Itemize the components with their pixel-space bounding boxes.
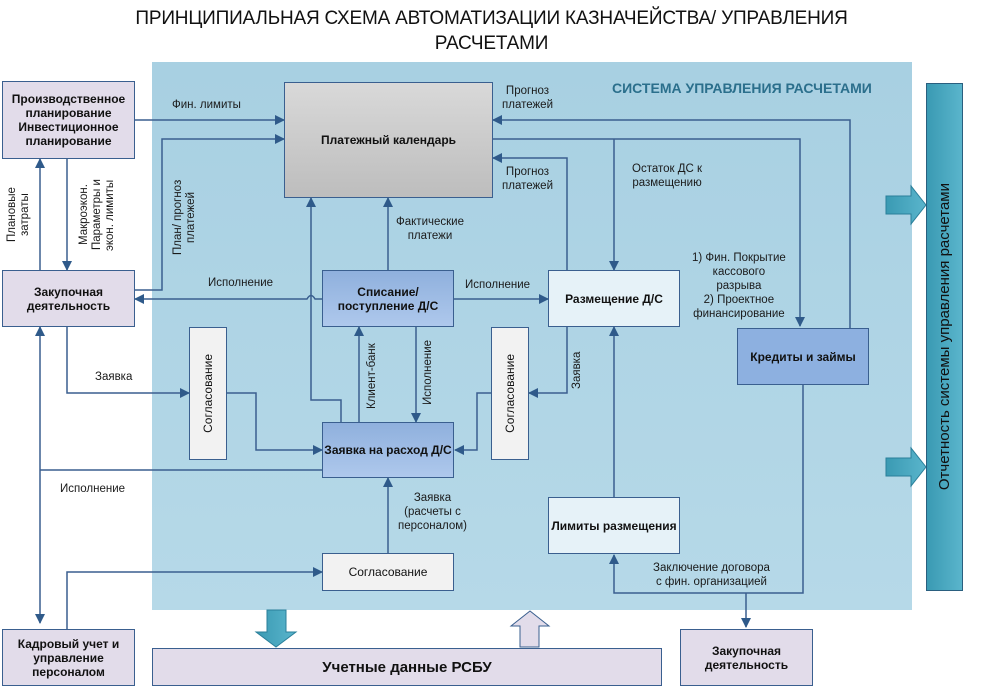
accounting-rsbu-label: Учетные данные РСБУ bbox=[322, 658, 492, 676]
label-request-personnel: Заявка (расчеты с персоналом) bbox=[398, 492, 468, 532]
placement-label: Размещение Д/С bbox=[565, 291, 663, 306]
debit-credit-box[interactable]: Списание/ поступление Д/С bbox=[322, 270, 454, 327]
diagram-title-line-1: ПРИНЦИПИАЛЬНАЯ СХЕМА АВТОМАТИЗАЦИИ КАЗНА… bbox=[135, 8, 848, 29]
label-execution-placement: Исполнение bbox=[465, 279, 531, 291]
reporting-bar[interactable]: Отчетность системы управления расчетами bbox=[926, 83, 963, 591]
diagram-title-line-2: РАСЧЕТАМИ bbox=[434, 33, 549, 54]
diagram-title: ПРИНЦИПИАЛЬНАЯ СХЕМА АВТОМАТИЗАЦИИ КАЗНА… bbox=[0, 6, 983, 56]
label-fin-limits: Фин. лимиты bbox=[172, 99, 241, 111]
label-execution-hr: Исполнение bbox=[60, 483, 126, 495]
hr-box[interactable]: Кадровый учет и управление персоналом bbox=[2, 629, 135, 686]
placement-limits-label: Лимиты размещения bbox=[551, 518, 677, 533]
label-execution-procurement: Исполнение bbox=[208, 277, 274, 289]
label-forecast-mid: Прогноз платежей bbox=[502, 166, 553, 192]
procurement-top-box[interactable]: Закупочная деятельность bbox=[2, 270, 135, 327]
approval-right-box[interactable]: Согласование bbox=[491, 327, 529, 460]
loans-box[interactable]: Кредиты и займы bbox=[737, 328, 869, 385]
approval-bottom-label: Согласование bbox=[348, 565, 428, 579]
placement-box[interactable]: Размещение Д/С bbox=[548, 270, 680, 327]
placement-limits-box[interactable]: Лимиты размещения bbox=[548, 497, 680, 554]
label-client-bank: Клиент-банк bbox=[366, 343, 378, 409]
loans-label: Кредиты и займы bbox=[750, 349, 856, 364]
reporting-label: Отчетность системы управления расчетами bbox=[936, 183, 953, 491]
label-actual-payments: Фактические платежи bbox=[396, 216, 464, 242]
payment-calendar-box[interactable]: Платежный календарь bbox=[284, 82, 493, 198]
production-planning-label: Производственное планирование Инвестицио… bbox=[11, 92, 126, 148]
approval-right-label: Согласование bbox=[503, 354, 517, 433]
label-macro-params: Макроэкон. Параметры и экон. лимиты bbox=[78, 179, 116, 251]
label-request-procurement: Заявка bbox=[95, 371, 133, 383]
rsbu-down-arrow-icon bbox=[254, 609, 298, 648]
debit-credit-label: Списание/ поступление Д/С bbox=[337, 284, 439, 313]
accounting-rsbu-box[interactable]: Учетные данные РСБУ bbox=[152, 648, 662, 686]
rsbu-up-arrow-icon bbox=[509, 610, 551, 648]
procurement-bottom-box[interactable]: Закупочная деятельность bbox=[680, 629, 813, 686]
system-area-title: СИСТЕМА УПРАВЛЕНИЯ РАСЧЕТАМИ bbox=[612, 80, 872, 96]
production-planning-box[interactable]: Производственное планирование Инвестицио… bbox=[2, 81, 135, 159]
label-fin-coverage: 1) Фин. Покрытие кассового разрыва 2) Пр… bbox=[692, 252, 786, 320]
label-cash-remainder: Остаток ДС к размещению bbox=[632, 163, 703, 189]
payment-calendar-label: Платежный календарь bbox=[320, 133, 457, 147]
expense-request-box[interactable]: Заявка на расход Д/С bbox=[322, 422, 454, 478]
label-request-placement: Заявка bbox=[571, 351, 583, 389]
label-execution-down: Исполнение bbox=[422, 340, 434, 406]
label-plan-forecast: План/ прогноз платежей bbox=[172, 179, 197, 256]
label-planned-costs: Плановые затраты bbox=[6, 187, 31, 243]
label-forecast-top: Прогноз платежей bbox=[502, 85, 553, 111]
approval-left-label: Согласование bbox=[201, 354, 215, 433]
expense-request-label: Заявка на расход Д/С bbox=[324, 443, 452, 457]
procurement-top-label: Закупочная деятельность bbox=[26, 284, 111, 313]
label-contract-conclusion: Заключение договора с фин. организацией bbox=[653, 562, 770, 588]
approval-left-box[interactable]: Согласование bbox=[189, 327, 227, 460]
hr-label: Кадровый учет и управление персоналом bbox=[17, 636, 120, 679]
approval-bottom-box[interactable]: Согласование bbox=[322, 553, 454, 591]
procurement-bottom-label: Закупочная деятельность bbox=[704, 643, 789, 672]
